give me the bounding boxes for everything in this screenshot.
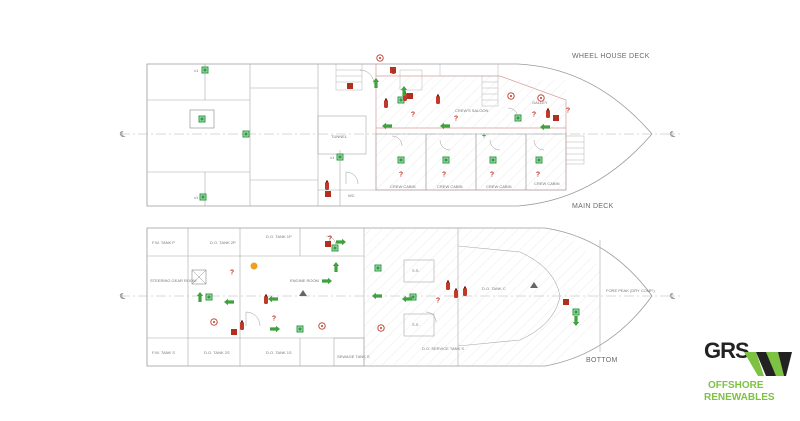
logo-line2: RENEWABLES bbox=[704, 392, 775, 403]
centerline-symbol-left-bottom: ℄ bbox=[119, 292, 126, 301]
room-galley: GALLEY bbox=[532, 100, 548, 105]
logo-wave-mark-icon bbox=[744, 352, 792, 376]
room-crew-cabin-1: CREW CABIN bbox=[390, 184, 416, 189]
centerline-symbol-right-bottom: ℄ bbox=[669, 292, 676, 301]
logo-brand: GRS bbox=[704, 338, 749, 363]
centerline-symbol-left: ℄ bbox=[119, 130, 126, 139]
logo-line1: OFFSHORE bbox=[708, 380, 764, 391]
main-deck-plan: ℄ ℄ bbox=[119, 53, 680, 210]
x1-label-a: x1 bbox=[194, 68, 199, 73]
wheel-house-deck-label: WHEEL HOUSE DECK bbox=[572, 53, 650, 60]
room-crew-cabin-3: CREW CABIN bbox=[486, 184, 512, 189]
room-crew-cabin-4: CREW CABIN bbox=[534, 181, 560, 186]
bottom-label: BOTTOM bbox=[586, 357, 618, 364]
room-do-tank-2s: D.O. TANK 2S bbox=[204, 350, 230, 355]
room-steering-gear: STEERING GEAR ROOM bbox=[150, 278, 196, 283]
main-deck-label: MAIN DECK bbox=[572, 203, 614, 210]
room-crew-cabin-2: CREW CABIN bbox=[437, 184, 463, 189]
room-fore-peak: FORE PEAK (DRY COMP.) bbox=[606, 288, 655, 293]
room-engine-room: ENGINE ROOM bbox=[290, 278, 319, 283]
x1-label-c: x1 bbox=[330, 155, 335, 160]
grs-logo: GRS OFFSHORE RENEWABLES bbox=[704, 338, 792, 403]
room-ss-2: S.S. bbox=[412, 322, 420, 327]
room-do-tank-2p: D.O. TANK 2P bbox=[210, 240, 236, 245]
room-wc: WC bbox=[348, 193, 355, 198]
svg-text:+: + bbox=[482, 133, 486, 140]
room-do-tank-1p: D.O. TANK 1P bbox=[266, 234, 292, 239]
room-fw-tank-p: F.W. TANK P bbox=[152, 240, 175, 245]
bottom-plan: ℄ ℄ bbox=[119, 227, 680, 367]
room-do-tank-1s: D.O. TANK 1S bbox=[266, 350, 292, 355]
centerline-symbol-right: ℄ bbox=[669, 130, 676, 139]
room-fw-tank-s: F.W. TANK S bbox=[152, 350, 175, 355]
svg-text:C: C bbox=[390, 66, 397, 76]
room-sewage-tank: SEWAGE TANK S bbox=[337, 354, 370, 359]
room-tunnel: TUNNEL bbox=[331, 134, 348, 139]
room-ss-1: S.S. bbox=[412, 268, 420, 273]
x1-label-b: x1 bbox=[194, 195, 199, 200]
room-do-service-tank: D.O. SERVICE TANK S bbox=[422, 346, 464, 351]
room-do-tank-c: D.O. TANK C bbox=[482, 286, 506, 291]
room-crew-saloon: CREW'S SALOON bbox=[455, 108, 489, 113]
